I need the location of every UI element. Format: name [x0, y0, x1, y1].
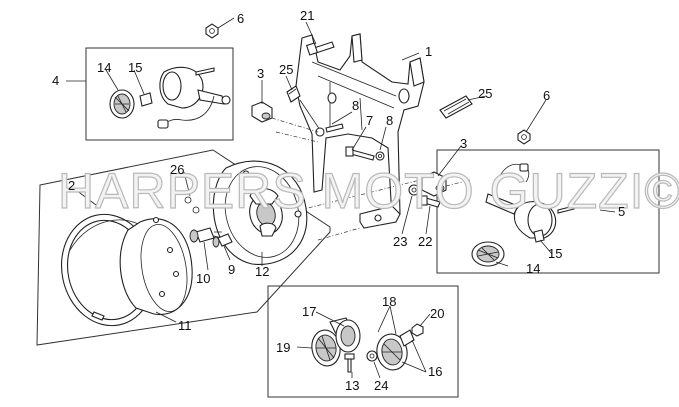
- callout-4: 4: [52, 73, 59, 88]
- callout-21: 21: [300, 8, 314, 23]
- watermark-text: HARPERS MOTO GUZZI©: [58, 163, 679, 219]
- callout-14-left: 14: [97, 60, 111, 75]
- callout-15-left: 15: [128, 60, 142, 75]
- left-indicator-assembly: [109, 66, 231, 129]
- callout-2: 2: [68, 178, 75, 193]
- callout-20: 20: [430, 306, 444, 321]
- callout-25-right: 25: [478, 86, 492, 101]
- callout-6-top: 6: [237, 11, 244, 26]
- spacer-3-left: [251, 101, 273, 123]
- bolt-21: [305, 41, 335, 56]
- screw-13: [344, 353, 355, 373]
- rubber-block-25-right: [439, 95, 473, 119]
- nut-6-top: [205, 23, 219, 39]
- washer-24: [366, 350, 378, 362]
- callout-12: 12: [255, 264, 269, 279]
- callout-6-right: 6: [543, 88, 550, 103]
- callout-14-right: 14: [526, 261, 540, 276]
- bulb-9: [212, 233, 233, 248]
- nut-20: [411, 323, 424, 337]
- washer-8-left: [315, 127, 325, 137]
- callout-18: 18: [382, 294, 396, 309]
- callout-3-right: 3: [460, 136, 467, 151]
- washer-8-right: [375, 151, 385, 161]
- headlight-shell: [119, 216, 193, 316]
- callout-19: 19: [276, 340, 290, 355]
- callout-11: 11: [178, 318, 192, 333]
- callout-5: 5: [618, 204, 625, 219]
- right-indicator-assembly: [471, 163, 575, 267]
- horn-16: [376, 329, 415, 371]
- callout-22: 22: [418, 234, 432, 249]
- left-indicator-box: [85, 47, 234, 141]
- callout-24: 24: [374, 378, 388, 393]
- spacer-3-right: [421, 171, 447, 197]
- callout-13: 13: [345, 378, 359, 393]
- nut-6-right: [517, 129, 531, 145]
- callout-1: 1: [425, 44, 432, 59]
- callout-labels: 1 2 3 3 4 5 6 6 7 8 8 9 10 11 12 13 14 1…: [52, 8, 625, 393]
- callout-8-right: 8: [386, 113, 393, 128]
- screw-7: [345, 146, 375, 161]
- leader-lines: [66, 17, 616, 379]
- callout-23: 23: [393, 234, 407, 249]
- bolt-22: [419, 195, 441, 208]
- spring-clips-26: [184, 196, 200, 214]
- reflector-12: [212, 160, 308, 266]
- callout-10: 10: [196, 271, 210, 286]
- bolt-8-left: [325, 123, 344, 133]
- callout-15-right: 15: [548, 246, 562, 261]
- callout-7: 7: [366, 113, 373, 128]
- headlight-group-outline: [36, 149, 331, 346]
- right-indicator-box: [436, 149, 660, 274]
- callout-16: 16: [428, 364, 442, 379]
- assembly-centre-lines: [271, 117, 471, 241]
- washer-23: [408, 184, 420, 196]
- rubber-block-25-left: [286, 85, 301, 103]
- horn-group-box: [267, 285, 459, 398]
- horn-body-17: [329, 317, 361, 353]
- callout-25-left: 25: [279, 62, 293, 77]
- callout-26: 26: [170, 162, 184, 177]
- horn-19: [311, 329, 341, 367]
- callout-9: 9: [228, 262, 235, 277]
- callout-8-left: 8: [352, 98, 359, 113]
- callout-3-left: 3: [257, 66, 264, 81]
- callout-17: 17: [302, 304, 316, 319]
- headlight-bracket: [295, 33, 425, 229]
